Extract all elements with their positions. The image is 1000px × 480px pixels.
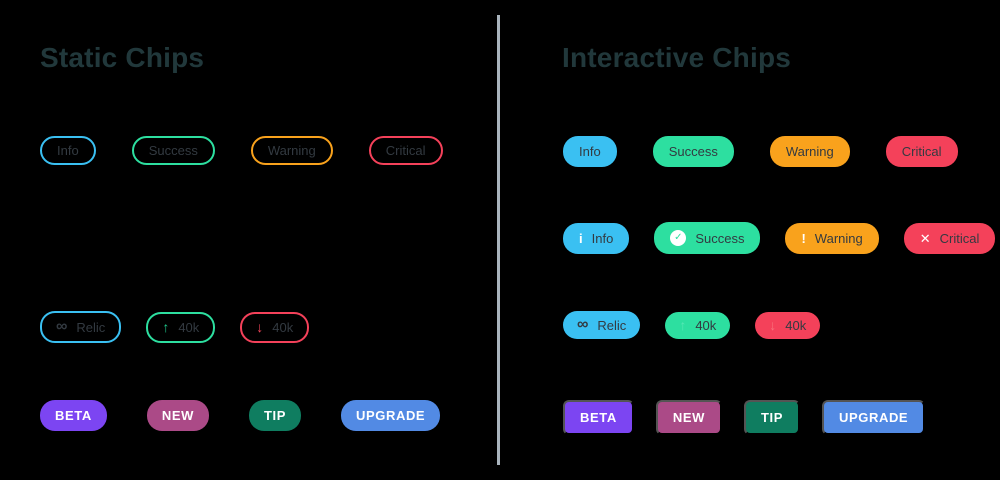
- infinity-icon: ∞: [577, 316, 589, 333]
- chip-label: 40k: [272, 319, 294, 335]
- chip-label: Info: [579, 144, 601, 159]
- static-outlined-chip-row: Info Success Warning Critical: [40, 136, 443, 165]
- chip-relic-outlined: ∞ Relic: [40, 311, 122, 343]
- chip-tip-badge: TIP: [248, 400, 301, 431]
- chip-label: Critical: [385, 143, 426, 158]
- chip-label: Relic: [76, 319, 106, 335]
- interactive-filled-chip-row: Info Success Warning Critical: [563, 136, 958, 167]
- chip-label: Warning: [814, 230, 863, 246]
- check-circle-icon: ✓: [670, 230, 687, 246]
- chip-label: Success: [695, 230, 745, 246]
- chip-success-outlined: Success: [131, 136, 215, 165]
- chip-success-icon-filled[interactable]: ✓ Success: [654, 222, 761, 254]
- chip-warning-filled[interactable]: Warning: [769, 136, 850, 167]
- exclamation-icon: !: [801, 230, 806, 246]
- chip-warning-icon-filled[interactable]: ! Warning: [785, 222, 879, 254]
- chip-label: 40k: [785, 317, 807, 333]
- chip-label: Warning: [785, 144, 834, 159]
- chip-new-badge: NEW: [146, 400, 209, 431]
- static-badge-chip-row: BETA NEW TIP UPGRADE: [40, 400, 441, 431]
- chip-critical-icon-filled[interactable]: ✕ Critical: [903, 222, 996, 254]
- chip-label: Relic: [597, 317, 627, 333]
- chip-beta-badge: BETA: [40, 400, 107, 431]
- chip-40k-up-filled[interactable]: ↑ 40k: [665, 311, 731, 339]
- chip-beta-badge[interactable]: BETA: [563, 400, 634, 435]
- chip-label: Critical: [901, 144, 942, 159]
- chip-warning-outlined: Warning: [250, 136, 333, 165]
- chip-label: Critical: [939, 230, 980, 246]
- chip-40k-up-outlined: ↑ 40k: [146, 311, 216, 343]
- static-panel-title: Static Chips: [40, 42, 205, 73]
- chip-success-filled[interactable]: Success: [652, 136, 734, 167]
- chip-label: Warning: [267, 143, 316, 158]
- x-mark-icon: ✕: [919, 230, 931, 246]
- interactive-panel-title: Interactive Chips: [562, 42, 792, 73]
- interactive-badge-chip-row: BETA NEW TIP UPGRADE: [563, 400, 926, 435]
- static-chips-panel: Static Chips Info Success Warning Critic…: [0, 0, 497, 480]
- chip-label: 40k: [695, 317, 717, 333]
- chip-tip-badge[interactable]: TIP: [743, 400, 800, 435]
- chip-40k-down-filled[interactable]: ↓ 40k: [755, 311, 821, 339]
- chip-info-icon-filled[interactable]: i Info: [563, 222, 630, 254]
- chip-upgrade-badge: UPGRADE: [341, 400, 441, 431]
- static-stat-chip-row: ∞ Relic ↑ 40k ↓ 40k: [40, 311, 310, 343]
- arrow-down-icon: ↓: [769, 317, 777, 333]
- interactive-chips-panel: Interactive Chips Info Success Warning C…: [500, 0, 1000, 480]
- chip-label: Success: [668, 144, 718, 159]
- chip-label: 40k: [178, 319, 200, 335]
- chip-info-outlined: Info: [40, 136, 96, 165]
- arrow-down-icon: ↓: [256, 319, 264, 335]
- chip-info-filled[interactable]: Info: [563, 136, 617, 167]
- chip-critical-outlined: Critical: [368, 136, 443, 165]
- chip-label: Info: [57, 143, 79, 158]
- interactive-icon-chip-row: i Info ✓ Success ! Warning ✕ Critical: [563, 222, 996, 254]
- info-icon: i: [579, 230, 583, 246]
- chip-relic-filled[interactable]: ∞ Relic: [563, 311, 641, 339]
- chip-upgrade-badge[interactable]: UPGRADE: [822, 400, 926, 435]
- arrow-up-icon: ↑: [679, 317, 687, 333]
- interactive-stat-chip-row: ∞ Relic ↑ 40k ↓ 40k: [563, 311, 821, 339]
- panel-divider: [497, 15, 500, 465]
- chip-40k-down-outlined: ↓ 40k: [240, 311, 310, 343]
- chip-label: Success: [148, 143, 198, 158]
- chip-new-badge[interactable]: NEW: [655, 400, 722, 435]
- chip-label: Info: [591, 230, 614, 246]
- infinity-icon: ∞: [56, 318, 68, 335]
- chip-critical-filled[interactable]: Critical: [885, 136, 958, 167]
- arrow-up-icon: ↑: [162, 319, 170, 335]
